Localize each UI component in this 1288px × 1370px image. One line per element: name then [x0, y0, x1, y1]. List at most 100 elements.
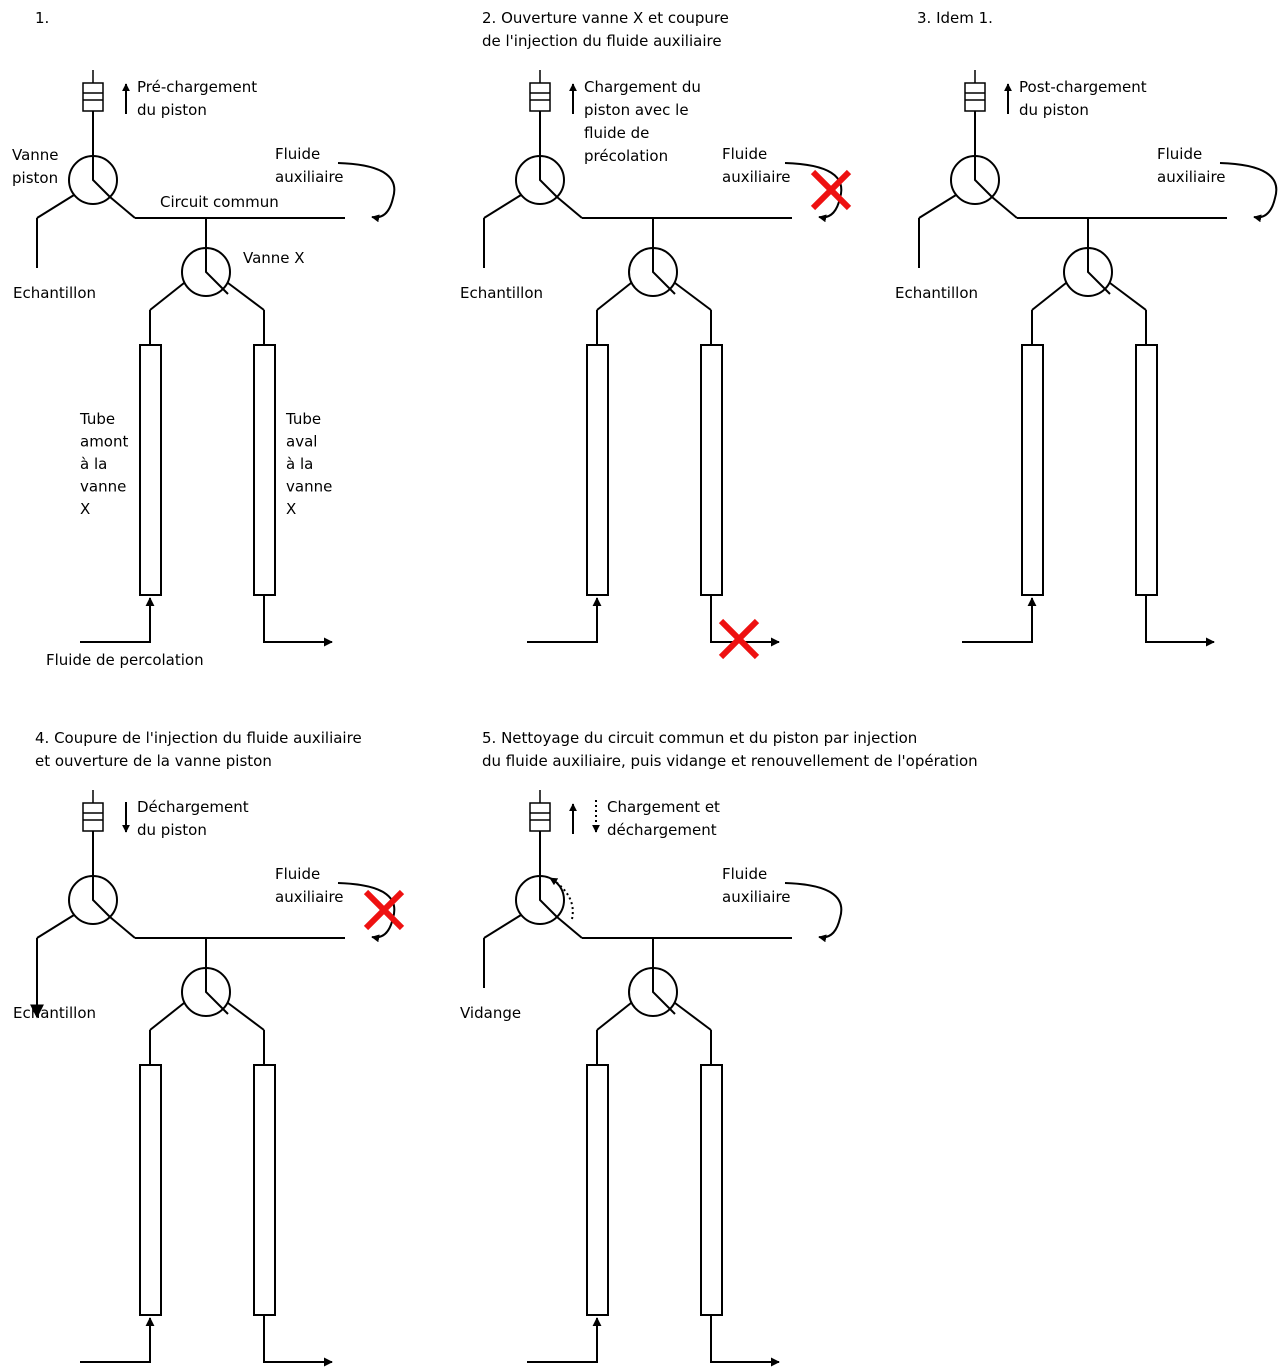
percolation-inlet-arrow — [527, 597, 602, 643]
downstream-tube — [700, 1064, 723, 1316]
left-branch-label: Echantillon — [460, 284, 543, 302]
panel-title-line: 3. Idem 1. — [917, 9, 993, 27]
aux-fluid-label: auxiliaire — [722, 168, 791, 186]
valve-x-right-leg — [674, 1002, 712, 1031]
piston-text-line: précolation — [584, 147, 668, 165]
panel-title-line: 4. Coupure de l'injection du fluide auxi… — [35, 729, 362, 747]
upstream-tube-label: Tube — [79, 410, 115, 428]
valve-x-right-leg — [674, 282, 712, 311]
left-branch-diagonal — [483, 194, 522, 219]
upstream-tube-label: vanne — [80, 478, 126, 496]
downstream-tube-label: aval — [286, 433, 317, 451]
outlet-arrow — [1145, 595, 1215, 647]
left-branch-diagonal — [36, 194, 75, 219]
panel-2: 2. Ouverture vanne X et coupure de l'inje… — [460, 9, 852, 660]
panel-title-line: et ouverture de la vanne piston — [35, 752, 272, 770]
outlet-arrow — [710, 1315, 780, 1367]
valve-piston-label: piston — [12, 169, 58, 187]
valve-to-circuit — [109, 916, 136, 939]
upstream-tube-label: X — [80, 500, 90, 518]
percolation-inlet-arrow — [962, 597, 1037, 643]
left-branch-diagonal — [36, 914, 75, 939]
piston-text-line: Chargement et — [607, 798, 720, 816]
aux-fluid-label: Fluide — [275, 865, 320, 883]
piston-text-line: du piston — [137, 101, 207, 119]
valve-piston-inner — [974, 156, 993, 198]
valve-piston-inner — [539, 876, 558, 918]
aux-fluid-arrow — [337, 162, 396, 223]
panel-title-line: du fluide auxiliaire, puis vidange et re… — [482, 752, 978, 770]
valve-x-left-leg — [596, 1002, 632, 1031]
aux-fluid-arrow — [1219, 162, 1278, 223]
panel-title-line: de l'injection du fluide auxiliaire — [482, 32, 722, 50]
upstream-tube — [586, 344, 609, 596]
aux-fluid-label: auxiliaire — [275, 168, 344, 186]
piston-cylinder — [82, 802, 104, 832]
percolation-inlet-arrow — [80, 597, 155, 643]
valve-x-inner — [205, 968, 229, 1015]
left-branch-diagonal — [918, 194, 957, 219]
downstream-tube — [700, 344, 723, 596]
panel-4: 4. Coupure de l'injection du fluide auxi… — [13, 729, 405, 1367]
aux-cut-cross — [810, 169, 852, 211]
aux-fluid-label: Fluide — [275, 145, 320, 163]
valve-x-inner — [1087, 248, 1111, 295]
outlet-arrow — [263, 595, 333, 647]
valve-x-inner — [652, 248, 676, 295]
upstream-tube — [1021, 344, 1044, 596]
valve-to-circuit — [556, 916, 583, 939]
percolation-fluid-label: Fluide de percolation — [46, 651, 204, 669]
valve-x-left-leg — [596, 282, 632, 311]
valve-x-right-leg — [227, 1002, 265, 1031]
valve-x-inner — [205, 248, 229, 295]
piston-text-line: Déchargement — [137, 798, 249, 816]
valve-x-inner — [652, 968, 676, 1015]
downstream-tube-label: vanne — [286, 478, 332, 496]
percolation-inlet-arrow — [527, 1317, 602, 1363]
piston-cylinder — [964, 82, 986, 112]
cross-stroke — [363, 889, 405, 931]
piston-text-line: du piston — [137, 821, 207, 839]
downstream-tube-label: X — [286, 500, 296, 518]
panel-title-line: 2. Ouverture vanne X et coupure — [482, 9, 729, 27]
left-branch-label: Vidange — [460, 1004, 521, 1022]
aux-fluid-arrow — [784, 882, 843, 943]
valve-piston-label: Vanne — [12, 146, 59, 164]
piston-cylinder — [529, 82, 551, 112]
piston-cylinder — [82, 82, 104, 112]
upstream-tube — [586, 1064, 609, 1316]
upstream-tube — [139, 1064, 162, 1316]
aux-fluid-label: Fluide — [722, 145, 767, 163]
valve-x-left-leg — [149, 1002, 185, 1031]
aux-fluid-label: auxiliaire — [722, 888, 791, 906]
upstream-tube-label: amont — [80, 433, 128, 451]
valve-x-right-leg — [227, 282, 265, 311]
valve-piston-inner — [92, 156, 111, 198]
left-branch-label: Echantillon — [13, 284, 96, 302]
aux-fluid-label: Fluide — [1157, 145, 1202, 163]
piston-text-line: du piston — [1019, 101, 1089, 119]
downstream-tube — [253, 1064, 276, 1316]
aux-fluid-label: auxiliaire — [1157, 168, 1226, 186]
outlet-cut-cross — [718, 618, 760, 660]
downstream-tube — [1135, 344, 1158, 596]
common-circuit-label: Circuit commun — [160, 193, 279, 211]
valve-x-left-leg — [149, 282, 185, 311]
cross-stroke — [718, 618, 760, 660]
valve-x-right-leg — [1109, 282, 1147, 311]
outlet-arrow — [710, 595, 780, 647]
piston-cylinder — [529, 802, 551, 832]
aux-cut-cross — [363, 889, 405, 931]
aux-fluid-label: Fluide — [722, 865, 767, 883]
upstream-tube-label: à la — [80, 455, 107, 473]
valve-to-circuit — [109, 196, 136, 219]
piston-text-line: fluide de — [584, 124, 649, 142]
piston-text-line: déchargement — [607, 821, 717, 839]
downstream-tube — [253, 344, 276, 596]
piston-text-line: Pré-chargement — [137, 78, 257, 96]
valve-to-circuit — [991, 196, 1018, 219]
panel-title-line: 5. Nettoyage du circuit commun et du pis… — [482, 729, 917, 747]
downstream-tube-label: à la — [286, 455, 313, 473]
